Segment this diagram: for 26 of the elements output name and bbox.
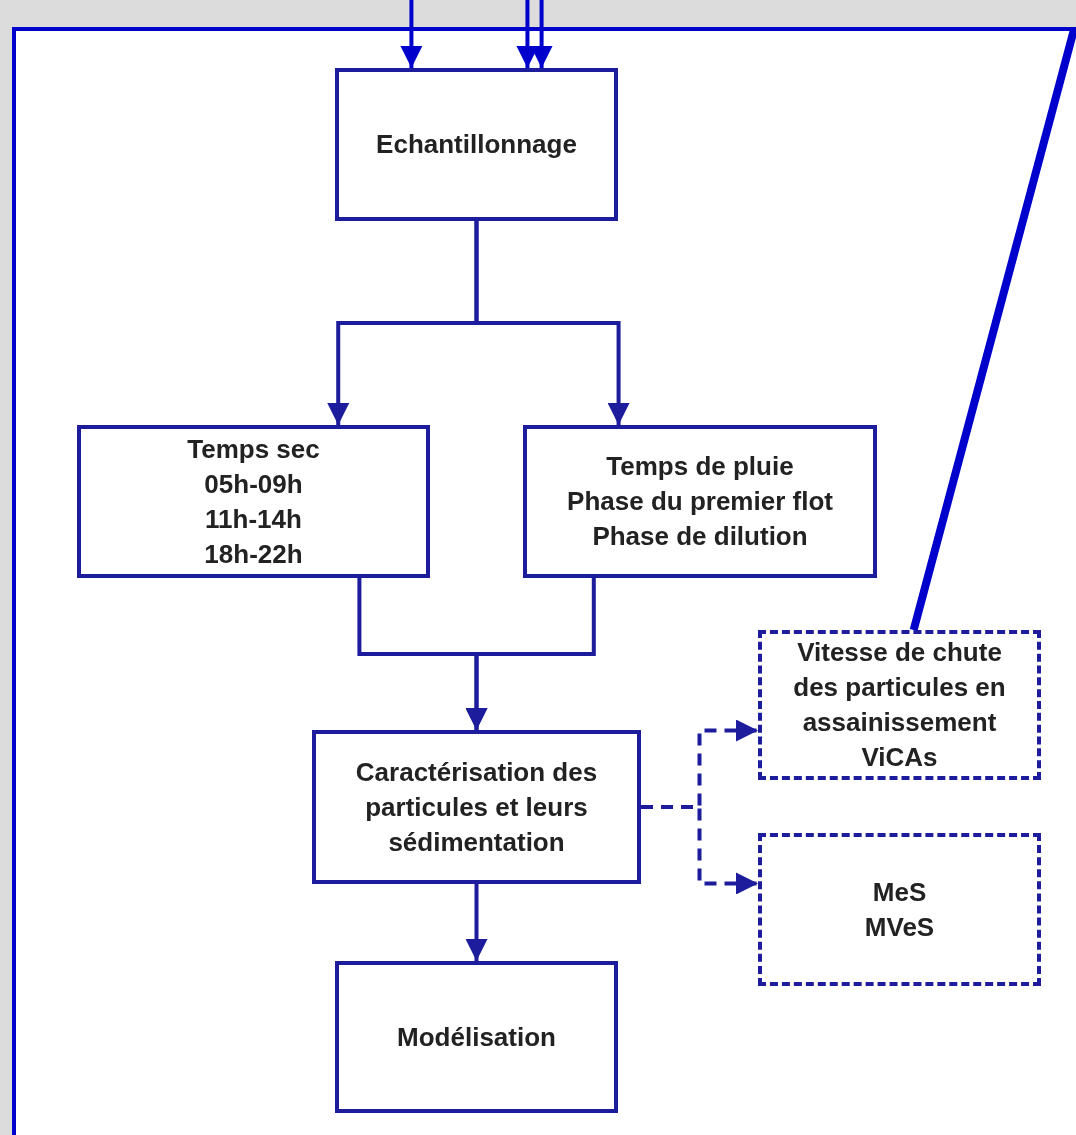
node-text: MVeS	[864, 910, 935, 944]
arrow	[465, 884, 488, 961]
node-text: ViCAs	[861, 741, 938, 774]
dashed-box	[758, 630, 1041, 780]
process-box	[77, 425, 430, 578]
node-text: 11h-14h	[205, 502, 302, 536]
arrow	[400, 0, 423, 68]
process-box	[523, 425, 877, 578]
node-text: 18h-22h	[204, 537, 303, 571]
arrow	[474, 221, 630, 425]
process-box	[335, 68, 618, 221]
arrow	[465, 578, 596, 730]
node-text: Modélisation	[397, 1020, 556, 1054]
process-box	[335, 961, 618, 1113]
dashed-box	[758, 833, 1041, 986]
process-box	[312, 730, 641, 884]
node-text: Temps de pluie	[606, 450, 794, 483]
node-text: MeS	[872, 875, 927, 909]
node-text: Caractérisation des particules et leurs sédimentation	[354, 755, 599, 859]
node-text: Phase de dilution	[592, 520, 808, 553]
node-text: Vitesse de chute des particules en assainissement	[792, 636, 1007, 739]
node-text: Echantillonnage	[376, 128, 577, 161]
node-text: 05h-09h	[204, 467, 303, 501]
node-text: Temps sec	[187, 432, 320, 466]
node-text: Phase du premier flot	[567, 485, 833, 518]
arrow	[641, 805, 758, 895]
